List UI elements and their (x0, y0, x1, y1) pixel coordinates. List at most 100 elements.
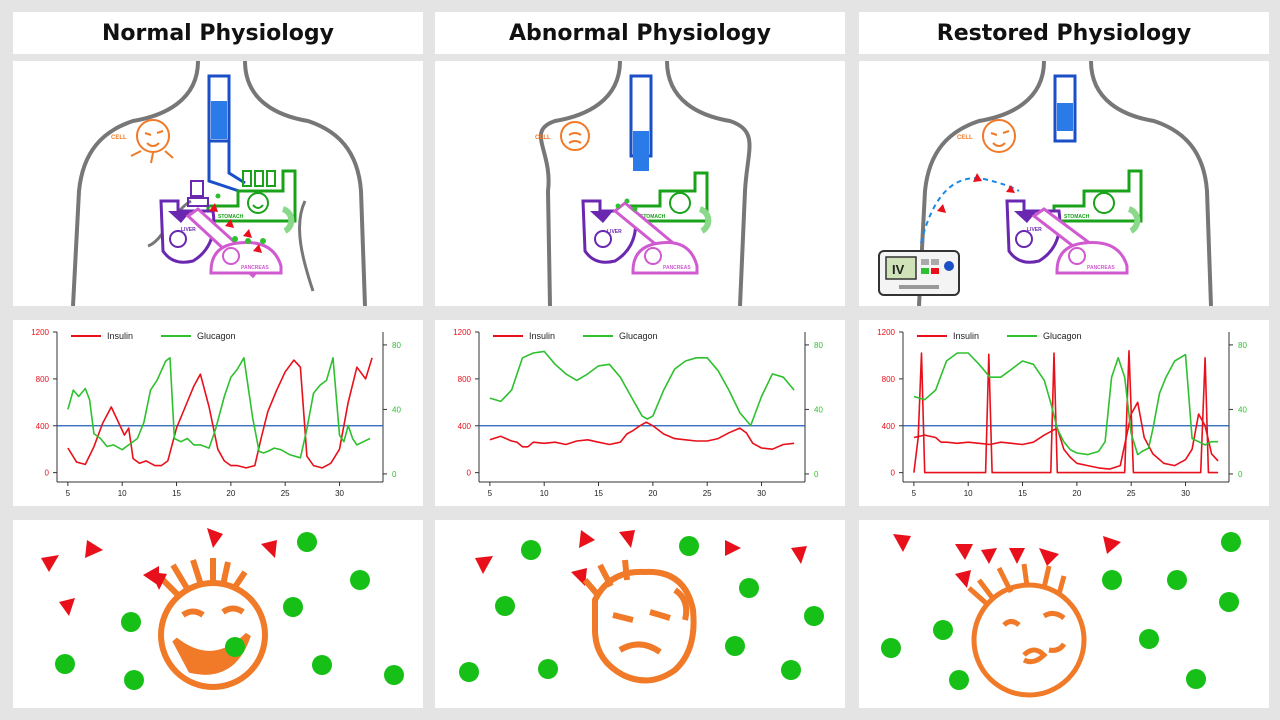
y-right-tick-label: 80 (392, 341, 401, 350)
insulin-markers (41, 528, 277, 616)
panel-title: Restored Physiology (859, 12, 1269, 54)
body-outline-left (917, 61, 1046, 306)
x-tick-label: 20 (648, 489, 657, 498)
cell-label: CELL (111, 135, 127, 141)
cell-icon: CELL (957, 119, 1016, 153)
x-tick-label: 15 (1018, 489, 1027, 498)
cell-scene-normal (13, 520, 423, 708)
y-left-tick-label: 400 (458, 422, 472, 431)
y-right-tick-label: 0 (814, 470, 819, 479)
series-line (913, 401, 1219, 470)
column-restored: Restored Physiology CELL STOMACH (859, 0, 1269, 720)
pancreas-icon: PANCREAS (1055, 240, 1129, 275)
panel-title: Normal Physiology (13, 12, 423, 54)
series-line (489, 350, 795, 427)
anatomy-panel-restored: CELL STOMACH LIVER PANCREAS (859, 61, 1269, 306)
stomach-label: STOMACH (1064, 214, 1090, 220)
iv-pump-icon: IV (878, 250, 960, 296)
x-tick-label: 30 (335, 489, 344, 498)
x-tick-label: 10 (540, 489, 549, 498)
legend-label: Insulin (107, 331, 133, 341)
stomach-label: STOMACH (640, 214, 666, 220)
y-right-tick-label: 80 (814, 341, 823, 350)
hormone-markers (209, 193, 266, 253)
stomach-icon: STOMACH (1052, 169, 1143, 234)
y-right-tick-label: 0 (392, 470, 397, 479)
pancreas-label: PANCREAS (1087, 265, 1115, 271)
legend-label: Insulin (529, 331, 555, 341)
body-outline-left (71, 61, 200, 306)
y-left-tick-label: 800 (36, 375, 50, 384)
y-right-tick-label: 40 (392, 405, 401, 414)
anatomy-panel-abnormal: CELL STOMACH LIVER PANCREAS (435, 61, 845, 306)
x-tick-label: 15 (594, 489, 603, 498)
y-right-tick-label: 40 (1238, 405, 1247, 414)
y-left-tick-label: 800 (458, 375, 472, 384)
y-left-tick-label: 1200 (453, 328, 471, 337)
pancreas-icon: PANCREAS (631, 240, 699, 275)
iv-label: IV (892, 262, 905, 277)
panel-title: Abnormal Physiology (435, 12, 845, 54)
y-right-tick-label: 80 (1238, 341, 1247, 350)
esophagus-fluid (633, 131, 649, 171)
stomach-icon: STOMACH (206, 169, 297, 234)
unhappy-cell (582, 559, 697, 684)
x-tick-label: 25 (281, 489, 290, 498)
body-outline-left (538, 61, 622, 306)
cell-scene (459, 530, 824, 684)
x-tick-label: 25 (703, 489, 712, 498)
esophagus-tube (1053, 74, 1077, 143)
anatomy-diagram: CELL STOMACH LIVER PANCREAS (535, 61, 752, 306)
liver-label: LIVER (1027, 227, 1042, 233)
liver-label: LIVER (181, 227, 196, 233)
body-outline-right (665, 61, 752, 306)
series-line (67, 356, 371, 459)
anatomy-panel-normal: CELL STOMACH LIVER (13, 61, 423, 306)
cell-scene (881, 532, 1241, 698)
series-line (67, 357, 373, 469)
body-outline-right (243, 61, 367, 306)
insulin-markers (937, 173, 1015, 213)
cell-scene (41, 528, 404, 690)
stomach-label: STOMACH (218, 214, 244, 220)
y-left-tick-label: 0 (45, 469, 50, 478)
cell-icon: CELL (535, 121, 590, 151)
cell-label: CELL (957, 135, 973, 141)
x-tick-label: 5 (66, 489, 71, 498)
insulin-markers (893, 534, 1121, 588)
glucagon-markers (615, 198, 638, 212)
esophagus-line (207, 76, 246, 193)
y-left-tick-label: 1200 (31, 328, 49, 337)
pancreas-icon: PANCREAS (209, 240, 283, 275)
x-tick-label: 5 (912, 489, 917, 498)
cell-scene-abnormal (435, 520, 845, 708)
y-right-tick-label: 40 (814, 405, 823, 414)
anatomy-diagram: CELL STOMACH LIVER (71, 61, 367, 306)
x-tick-label: 10 (964, 489, 973, 498)
x-tick-label: 20 (1072, 489, 1081, 498)
esophagus-fluid (211, 101, 227, 139)
y-left-tick-label: 800 (882, 375, 896, 384)
legend-label: Glucagon (1043, 331, 1082, 341)
legend-label: Glucagon (619, 331, 658, 341)
x-tick-label: 30 (757, 489, 766, 498)
glucagon-markers (881, 532, 1241, 690)
stomach-icon: STOMACH (628, 171, 712, 234)
column-abnormal: Abnormal Physiology CELL STOMACH (435, 0, 845, 720)
y-right-tick-label: 0 (1238, 470, 1243, 479)
y-left-tick-label: 1200 (877, 328, 895, 337)
cell-icon: CELL (111, 119, 174, 164)
glucagon-markers (459, 536, 824, 682)
x-tick-label: 10 (118, 489, 127, 498)
recovering-cell (967, 563, 1087, 698)
glucagon-markers (55, 532, 404, 690)
liver-label: LIVER (607, 229, 622, 235)
x-tick-label: 25 (1127, 489, 1136, 498)
body-outline-right (1089, 61, 1213, 306)
pancreas-label: PANCREAS (663, 265, 691, 271)
insulin-markers (475, 530, 807, 586)
